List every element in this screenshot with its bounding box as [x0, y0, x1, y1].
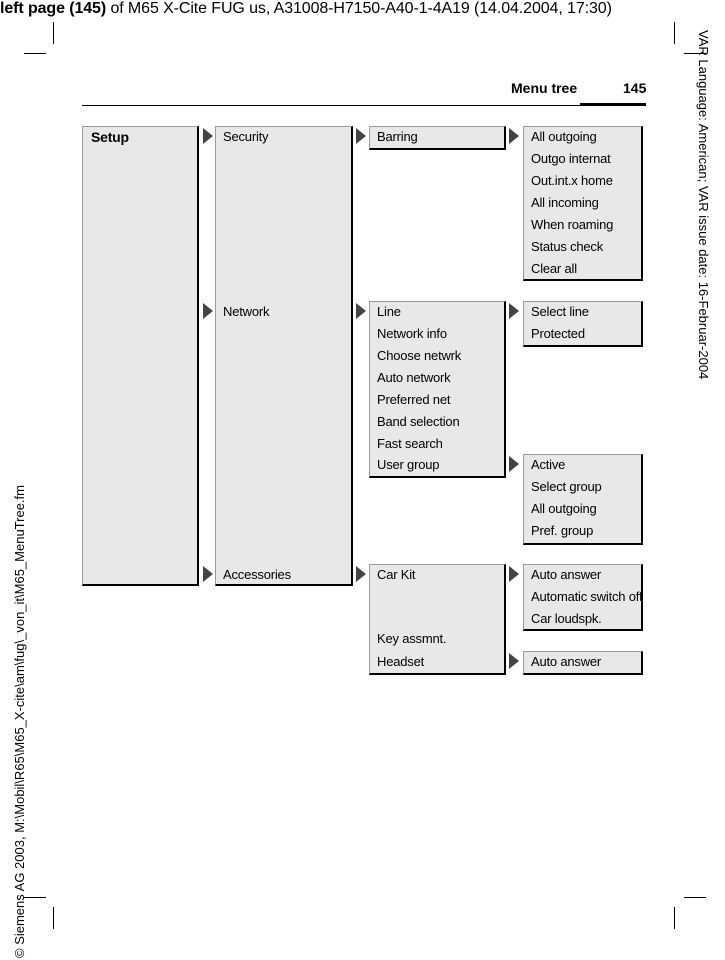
header-rule: [82, 105, 646, 106]
crop-mark: [24, 897, 46, 898]
arrow-right-icon: [203, 566, 213, 582]
arrow-right-icon: [356, 128, 366, 144]
crop-mark: [684, 53, 706, 54]
arrow-right-icon: [509, 456, 519, 472]
arrow-right-icon: [509, 303, 519, 319]
line-options-box: [523, 301, 643, 347]
file-header: left page (145) of M65 X-Cite FUG us, A3…: [0, 0, 612, 18]
arrow-right-icon: [356, 303, 366, 319]
language-side-text: VAR Language: American; VAR issue date: …: [696, 30, 711, 380]
page-number: 145: [623, 80, 647, 96]
menu-auto-network[interactable]: Auto network: [377, 370, 451, 385]
user-group-options-box: [523, 454, 643, 545]
option-when-roaming[interactable]: When roaming: [531, 217, 614, 232]
option-all-incoming[interactable]: All incoming: [531, 195, 599, 210]
option-active[interactable]: Active: [531, 457, 566, 472]
setup-box: [82, 126, 199, 586]
option-protected[interactable]: Protected: [531, 326, 585, 341]
option-select-line[interactable]: Select line: [531, 304, 589, 319]
crop-mark: [674, 22, 675, 44]
running-title: Menu tree: [511, 80, 578, 96]
menu-band-selection[interactable]: Band selection: [377, 414, 460, 429]
header-rule-accent: [580, 103, 646, 106]
crop-mark: [53, 22, 54, 44]
crop-mark: [674, 907, 675, 929]
menu-barring[interactable]: Barring: [377, 129, 418, 144]
option-outgo-internat[interactable]: Outgo internat: [531, 151, 611, 166]
arrow-right-icon: [356, 566, 366, 582]
arrow-right-icon: [509, 566, 519, 582]
option-auto-answer[interactable]: Auto answer: [531, 567, 602, 582]
barring-options-box: [523, 126, 643, 281]
option-headset-auto-answer[interactable]: Auto answer: [531, 654, 602, 669]
menu-preferred-net[interactable]: Preferred net: [377, 392, 451, 407]
crop-mark: [53, 907, 54, 929]
page-ref: left page (145): [0, 0, 107, 17]
option-pref-group[interactable]: Pref. group: [531, 523, 594, 538]
headset-options-box: [523, 651, 643, 675]
option-clear-all[interactable]: Clear all: [531, 261, 577, 276]
option-status-check[interactable]: Status check: [531, 239, 604, 254]
arrow-right-icon: [203, 303, 213, 319]
menu-car-kit[interactable]: Car Kit: [377, 567, 416, 582]
arrow-right-icon: [509, 128, 519, 144]
file-info: of M65 X-Cite FUG us, A31008-H7150-A40-1…: [106, 0, 612, 17]
menu-network[interactable]: Network: [223, 304, 270, 319]
accessories-sub-box: [369, 564, 506, 675]
menu-accessories[interactable]: Accessories: [223, 567, 291, 582]
menu-line[interactable]: Line: [377, 304, 401, 319]
menu-security[interactable]: Security: [223, 129, 269, 144]
option-select-group[interactable]: Select group: [531, 479, 602, 494]
arrow-right-icon: [509, 653, 519, 669]
menu-key-assignment[interactable]: Key assmnt.: [377, 631, 447, 646]
copyright-side-text: © Siemens AG 2003, M:\Mobil\R65\M65_X-ci…: [12, 485, 27, 958]
menu-user-group[interactable]: User group: [377, 457, 440, 472]
option-all-outgoing[interactable]: All outgoing: [531, 129, 597, 144]
menu-fast-search[interactable]: Fast search: [377, 436, 443, 451]
car-kit-options-box: [523, 564, 643, 631]
level1-box: [215, 126, 353, 586]
option-car-loudspk[interactable]: Car loudspk.: [531, 611, 602, 626]
security-sub-box: [369, 126, 506, 150]
menu-headset[interactable]: Headset: [377, 654, 425, 669]
option-out-int-x-home[interactable]: Out.int.x home: [531, 173, 613, 188]
arrow-right-icon: [203, 128, 213, 144]
menu-network-info[interactable]: Network info: [377, 326, 447, 341]
menu-choose-network[interactable]: Choose netwrk: [377, 348, 462, 363]
crop-mark: [684, 897, 706, 898]
menu-setup[interactable]: Setup: [91, 129, 129, 145]
option-all-outgoing-group[interactable]: All outgoing: [531, 501, 597, 516]
crop-mark: [24, 53, 46, 54]
option-automatic-switch-off[interactable]: Automatic switch off: [531, 589, 643, 604]
network-sub-box: [369, 301, 506, 478]
